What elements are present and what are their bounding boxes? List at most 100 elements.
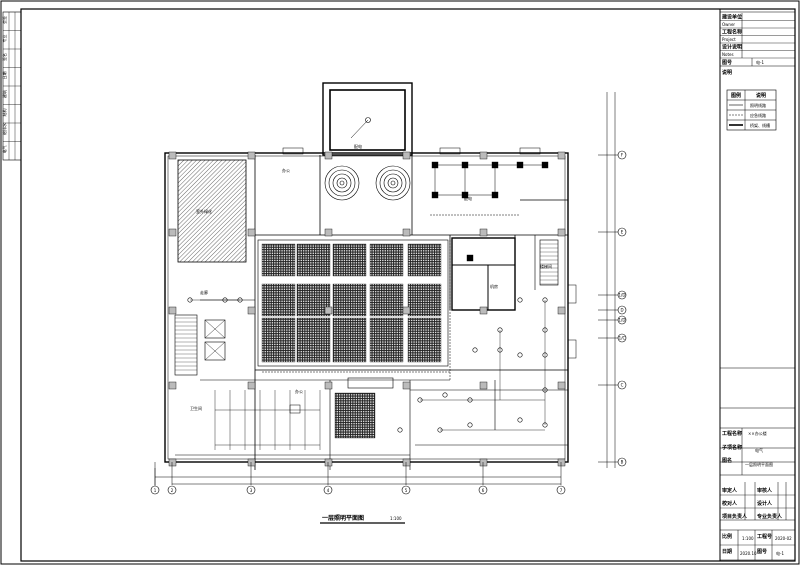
axis-label: 4	[327, 488, 330, 493]
left-strip-label: 签名	[1, 53, 7, 61]
scale-value: 1:100	[742, 536, 754, 541]
axis-label: D	[620, 308, 623, 313]
lighting-panel	[407, 317, 442, 363]
left-strip-label: 给排水	[1, 123, 7, 135]
column	[479, 381, 488, 390]
title-block: 建设单位Owner工程名称Project设计说明Notes图号电-1说明图例说明…	[719, 9, 795, 561]
column	[168, 458, 177, 467]
axis-bubble	[323, 485, 333, 495]
room-label: 配电	[354, 143, 362, 149]
project-value: ××办公楼	[748, 430, 767, 436]
fan-unit-icon	[379, 169, 407, 197]
lighting-panel	[332, 243, 367, 277]
title-block-header-label: 工程名称	[722, 29, 742, 36]
lighting-panel	[334, 392, 376, 439]
column	[557, 228, 566, 237]
stair	[539, 239, 559, 286]
lighting-panel	[369, 283, 404, 317]
lighting-panel	[332, 317, 367, 363]
legend-header-desc: 说明	[756, 92, 766, 99]
shaft-inner	[329, 89, 406, 151]
inner-frame	[20, 8, 796, 562]
signature-label: 校对人	[722, 500, 738, 507]
hatched-area	[177, 159, 247, 263]
axis-bubble	[478, 485, 488, 495]
left-strip-label: 专业	[1, 35, 7, 43]
axis-bubble	[617, 227, 627, 237]
legend-item-label: 照明线路	[750, 102, 766, 108]
lighting-panel	[296, 283, 331, 317]
legend-item-label: 桥架、线槽	[750, 122, 770, 128]
axis-label: 7	[560, 488, 563, 493]
light-fixture-icon	[472, 347, 478, 353]
axis-label: 6	[482, 488, 485, 493]
lighting-panel	[296, 317, 331, 363]
fan-unit-icon	[390, 180, 396, 186]
date-label: 日期	[722, 548, 732, 555]
lighting-panel	[369, 243, 404, 277]
axis-bubble	[617, 315, 627, 325]
title-block-header-label: Project	[722, 37, 736, 42]
elevator-x	[204, 341, 226, 361]
column	[247, 151, 256, 160]
lighting-panel	[261, 283, 296, 317]
fan-unit-icon	[383, 173, 403, 193]
job-no-label: 工程号	[757, 533, 772, 540]
distribution-box	[347, 377, 394, 389]
axis-label: 2	[171, 488, 174, 493]
lighting-panel	[296, 243, 331, 277]
column	[557, 458, 566, 467]
column	[168, 151, 177, 160]
axis-label: E	[621, 230, 624, 235]
axis-label: C	[621, 383, 624, 388]
drawing-no-value: 电-1	[756, 59, 764, 65]
signature-label: 审核人	[757, 487, 773, 494]
column	[324, 151, 333, 160]
drawing-scale: 1:100	[390, 516, 402, 521]
lighting-panel	[261, 243, 296, 277]
left-strip-label: 建筑	[1, 90, 7, 98]
column	[247, 458, 256, 467]
fan-unit-icon	[332, 173, 352, 193]
axis-label: 1/C	[619, 336, 626, 341]
column	[324, 458, 333, 467]
axis-bubble	[401, 485, 411, 495]
column	[402, 381, 411, 390]
lighting-panel	[332, 283, 367, 317]
light-fixture	[365, 117, 371, 123]
room-label: 办公	[282, 167, 290, 173]
column	[247, 306, 256, 315]
elevator-x	[204, 319, 226, 339]
fan-unit-icon	[375, 165, 411, 201]
axis-bubble	[167, 485, 177, 495]
column	[479, 228, 488, 237]
sheet-label: 图号	[757, 548, 767, 555]
axis-label: B	[621, 460, 624, 465]
column	[557, 306, 566, 315]
sheet-value: 电-1	[776, 550, 784, 556]
axis-bubble	[617, 333, 627, 343]
axis-bubble	[556, 485, 566, 495]
fan-unit-icon	[387, 177, 399, 189]
title-block-header-label: 设计说明	[722, 44, 742, 51]
shaft-enclosure	[322, 82, 413, 156]
axis-label: 3	[250, 488, 253, 493]
column	[479, 151, 488, 160]
fan-unit-icon	[324, 165, 360, 201]
fan-unit-icon	[336, 177, 348, 189]
drawing-title: 一层照明平面图	[322, 514, 364, 522]
light-fixture-icon	[517, 417, 523, 423]
column	[402, 151, 411, 160]
light-fixture-icon	[397, 427, 403, 433]
light-fixture-icon	[517, 352, 523, 358]
room-label: 楼梯间	[540, 263, 552, 269]
column	[247, 381, 256, 390]
axis-bubble	[617, 305, 627, 315]
axis-bubble	[617, 380, 627, 390]
room-label: 走廊	[200, 289, 208, 295]
column	[324, 306, 333, 315]
column	[557, 151, 566, 160]
